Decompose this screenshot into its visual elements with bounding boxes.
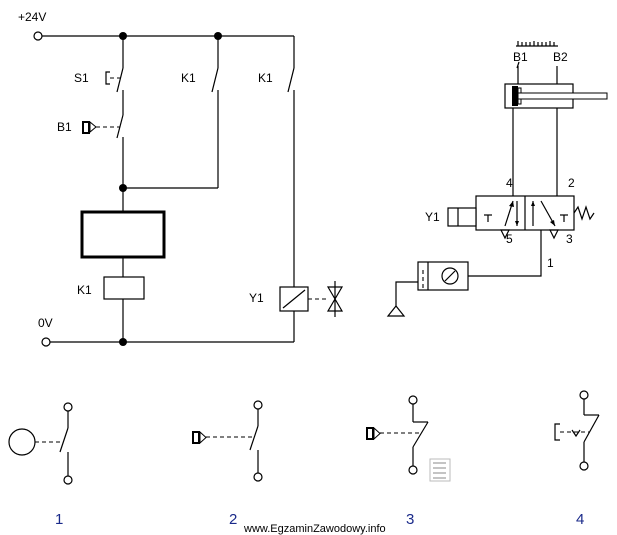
- supply-label: +24V: [18, 10, 46, 24]
- port-2-label: 2: [568, 176, 575, 190]
- option-3-number: 3: [406, 511, 414, 528]
- small-stamp: [429, 458, 451, 482]
- directional-valve: [447, 195, 595, 240]
- pneumatic-circuit: B1 B2: [386, 41, 608, 317]
- k1-contact-b-label: K1: [258, 71, 273, 85]
- s1-contact: [116, 67, 124, 93]
- pushbutton-icon: [554, 423, 560, 441]
- option-1-number: 1: [55, 511, 63, 528]
- valve-spring-icon: [573, 205, 595, 221]
- sensor-b1-label: B1: [513, 50, 528, 64]
- k1-coil: [103, 276, 145, 300]
- port-3-label: 3: [566, 232, 573, 246]
- port-4-label: 4: [506, 176, 513, 190]
- ground-label: 0V: [38, 316, 53, 330]
- port-5-label: 5: [506, 232, 513, 246]
- y1-coil-label: Y1: [249, 291, 264, 305]
- exhaust-icon: [386, 305, 406, 317]
- k1-hold-contact: [211, 67, 219, 93]
- answer-box: [80, 210, 166, 259]
- s1-pushbutton-icon: [105, 71, 110, 85]
- electrical-circuit: +24V 0V S1 B1 K1 K1: [18, 10, 344, 347]
- valve-solenoid: [447, 207, 477, 227]
- answer-options: 1 2: [8, 390, 600, 528]
- option-2-symbol: [192, 400, 263, 482]
- option-4-symbol: [554, 390, 600, 471]
- option-3-symbol: [366, 395, 451, 482]
- valve-label: Y1: [425, 210, 440, 224]
- valve-symbol-icon: [326, 281, 344, 317]
- b1-label: B1: [57, 120, 72, 134]
- s1-label: S1: [74, 71, 89, 85]
- option-4-number: 4: [576, 511, 584, 528]
- option-1-symbol: [8, 402, 73, 485]
- k1-contact-a-label: K1: [181, 71, 196, 85]
- k1-y1-contact: [287, 67, 295, 93]
- ground-terminal: [41, 337, 51, 347]
- sensor-b2-label: B2: [553, 50, 568, 64]
- proximity-sensor-icon: [8, 428, 36, 456]
- air-service-unit: [417, 261, 469, 291]
- supply-terminal: [33, 31, 43, 41]
- port-1-label: 1: [547, 256, 554, 270]
- watermark: www.EgzaminZawodowy.info: [243, 523, 386, 535]
- piston-rod: [517, 92, 608, 100]
- option-2-number: 2: [229, 511, 237, 528]
- k1-coil-label: K1: [77, 283, 92, 297]
